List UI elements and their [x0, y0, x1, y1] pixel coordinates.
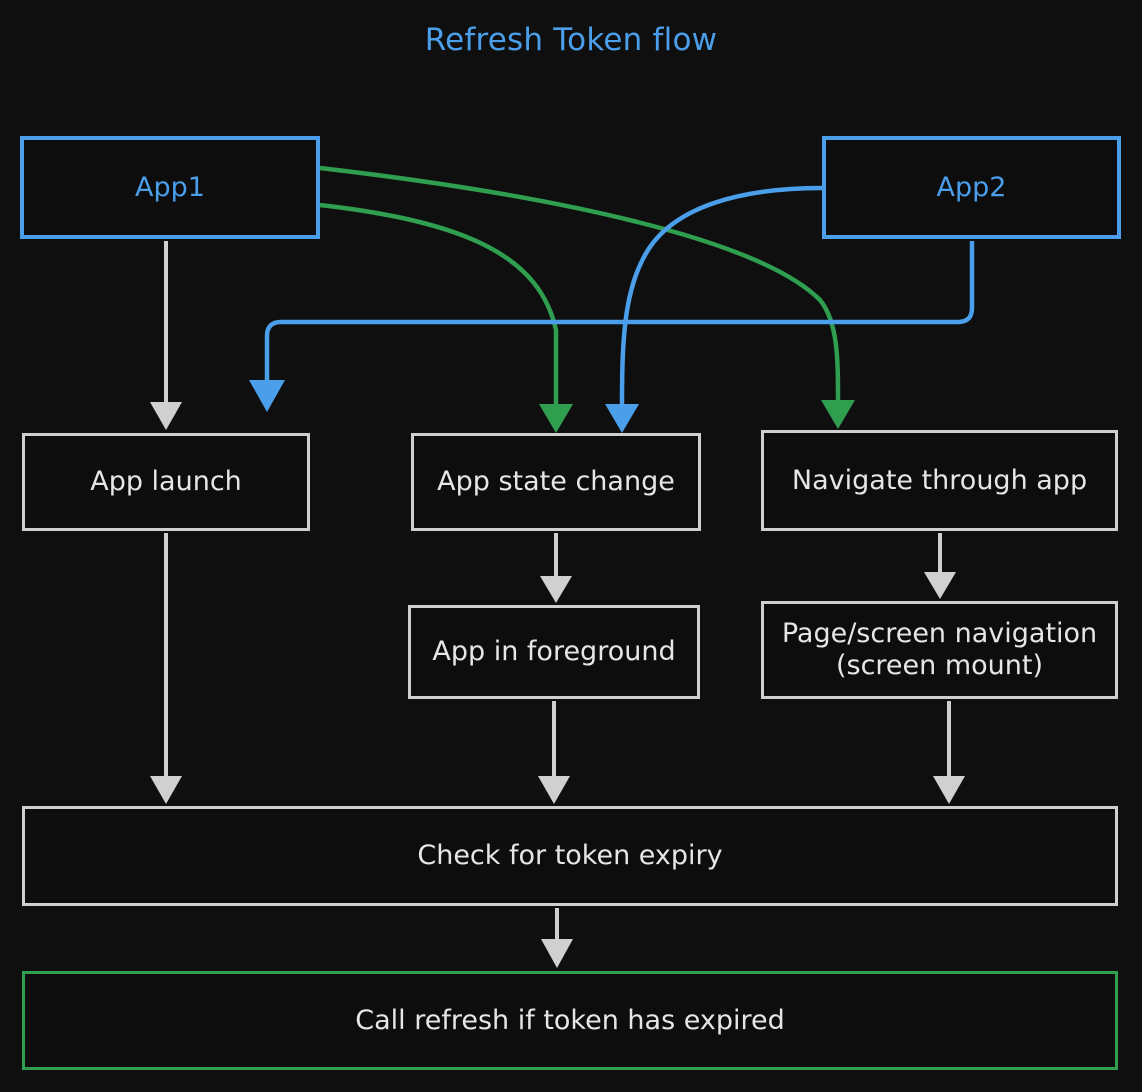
node-app2-label: App2	[936, 171, 1007, 203]
edge-page-screen-navigation-to-check-token-expiry	[933, 701, 965, 804]
node-app-launch[interactable]: App launch	[22, 433, 310, 531]
edge-app1-to-app-state-change	[319, 202, 573, 433]
edge-app2-to-app-state-change	[605, 185, 823, 433]
node-page-screen-navigation-label: Page/screen navigation (screen mount)	[781, 618, 1098, 681]
node-app-in-foreground[interactable]: App in foreground	[408, 605, 700, 699]
node-app2[interactable]: App2	[822, 136, 1121, 239]
node-app-in-foreground-label: App in foreground	[432, 636, 676, 668]
edge-check-token-expiry-to-call-refresh	[541, 908, 573, 968]
node-page-screen-navigation[interactable]: Page/screen navigation (screen mount)	[761, 601, 1118, 699]
node-app-state-change[interactable]: App state change	[411, 433, 701, 531]
node-call-refresh-label: Call refresh if token has expired	[355, 1004, 785, 1036]
node-app-launch-label: App launch	[90, 466, 242, 498]
node-app1-label: App1	[135, 171, 205, 203]
edge-app1-to-app-launch	[150, 241, 182, 430]
edge-app2-to-app-launch	[249, 241, 975, 412]
node-check-token-expiry[interactable]: Check for token expiry	[22, 806, 1118, 906]
edge-app1-to-navigate-through-app	[319, 165, 855, 429]
node-navigate-through-app[interactable]: Navigate through app	[761, 430, 1118, 531]
page-title: Refresh Token flow	[424, 22, 718, 58]
edge-app-launch-to-check-token-expiry	[150, 533, 182, 804]
node-call-refresh[interactable]: Call refresh if token has expired	[22, 971, 1118, 1070]
node-app1[interactable]: App1	[20, 136, 320, 239]
edge-app-in-foreground-to-check-token-expiry	[538, 701, 570, 804]
edge-navigate-to-page-screen-navigation	[924, 533, 956, 599]
node-navigate-through-app-label: Navigate through app	[791, 464, 1088, 496]
node-app-state-change-label: App state change	[437, 466, 675, 498]
edge-app-state-change-to-app-in-foreground	[540, 533, 572, 603]
node-check-token-expiry-label: Check for token expiry	[417, 840, 723, 872]
